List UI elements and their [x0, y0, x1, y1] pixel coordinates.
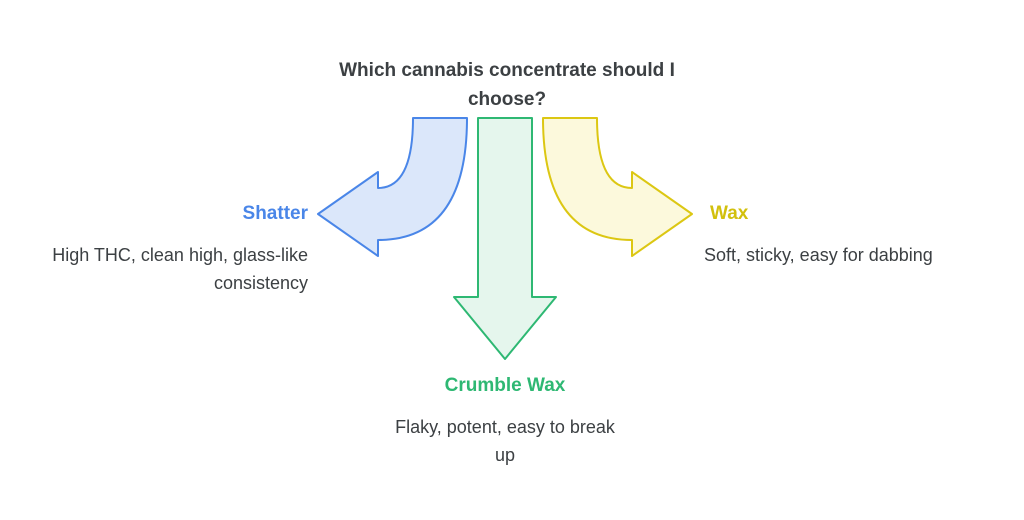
branch-description-crumble-wax: Flaky, potent, easy to break up: [395, 417, 615, 465]
branch-label-crumble-wax: Crumble Wax: [444, 375, 566, 396]
branch-label-shatter: Shatter: [242, 203, 308, 224]
curved-left-arrow-icon: [317, 117, 468, 257]
branch-description-wax: Soft, sticky, easy for dabbing: [704, 245, 933, 265]
branch-description-shatter: High THC, clean high, glass-like consist…: [52, 245, 308, 293]
diagram-title: Which cannabis concentrate should I choo…: [339, 60, 675, 110]
curved-right-arrow-icon: [542, 117, 693, 257]
straight-down-arrow-icon: [453, 117, 557, 360]
branch-label-wax: Wax: [710, 203, 749, 224]
